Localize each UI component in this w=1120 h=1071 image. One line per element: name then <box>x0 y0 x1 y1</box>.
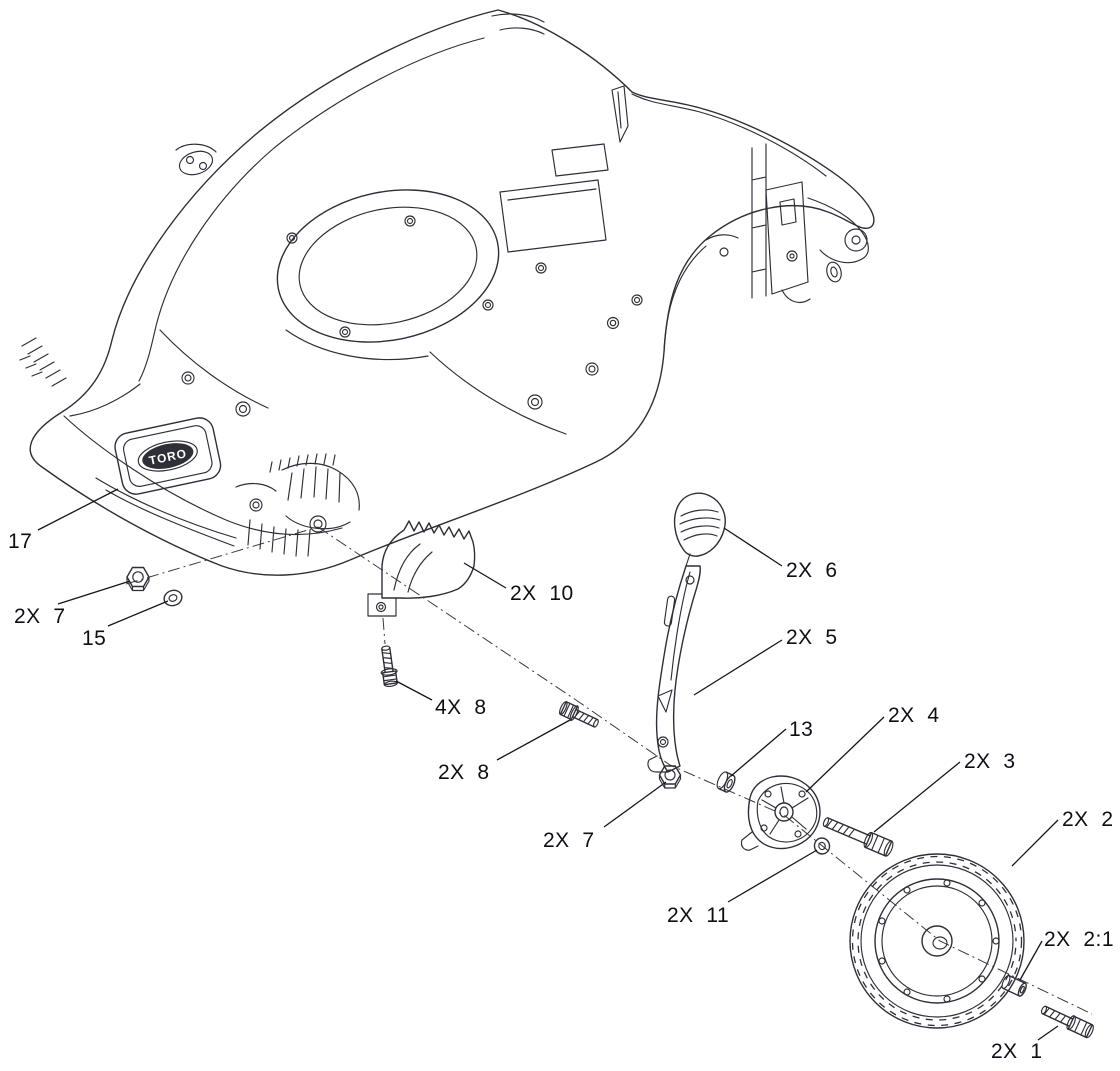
callout-part-11: 2X 11 <box>667 904 730 927</box>
callout-part-7-left: 2X 7 <box>14 605 66 628</box>
wheel-rim-holes <box>878 879 1000 1003</box>
hex-nut-part7-middle <box>658 765 682 789</box>
callout-part-3: 2X 3 <box>964 750 1016 773</box>
washer-part11 <box>813 837 831 855</box>
height-adjust-rack-part10 <box>367 520 476 617</box>
mower-deck-housing: TORO <box>19 9 875 576</box>
deck-left-ribs <box>19 337 67 387</box>
leader-lines <box>37 488 1059 1041</box>
toro-logo-badge: TORO <box>114 417 222 495</box>
assembly-centerlines <box>125 526 1093 1015</box>
callout-part-7-middle: 2X 7 <box>543 829 595 852</box>
callout-part-10: 2X 10 <box>510 582 574 605</box>
deck-rear-panel <box>491 13 629 253</box>
deck-front-skirt <box>95 477 311 557</box>
callout-part-1: 2X 1 <box>991 1040 1043 1063</box>
hub-bushing-part2-1 <box>1001 974 1027 997</box>
callout-part-5: 2X 5 <box>786 626 838 649</box>
deck-front-mount-pad <box>175 143 217 176</box>
hex-nut-part7-left <box>126 566 150 592</box>
hex-bolt-part8-side <box>559 701 599 728</box>
callout-part-2-1: 2X 2:1 <box>1044 928 1115 951</box>
callout-part-17: 17 <box>8 530 33 553</box>
callout-part-8-side: 2X 8 <box>438 761 490 784</box>
handle-mount-bracket <box>705 143 869 303</box>
deck-center-opening <box>276 189 500 343</box>
height-lever-arm-part5 <box>647 565 701 773</box>
callout-part-13: 13 <box>789 718 814 741</box>
axle-bolt-part3 <box>822 817 894 857</box>
wheel-bolt-part1 <box>1040 1005 1094 1039</box>
callout-part-15: 15 <box>82 627 107 650</box>
washer-part15 <box>163 589 183 607</box>
callout-part-2: 2X 2 <box>1062 808 1114 831</box>
deck-wheel-boss <box>235 453 360 533</box>
callout-part-8-front: 4X 8 <box>435 696 487 719</box>
callout-part-4: 2X 4 <box>888 704 940 727</box>
carriage-bolt-part8-front <box>380 645 398 688</box>
callout-part-6: 2X 6 <box>786 559 838 582</box>
rear-wheel-part2 <box>849 853 1025 1029</box>
deck-bolt-holes <box>181 215 643 417</box>
wheel-bracket-part4 <box>740 775 821 851</box>
height-lever-knob-part6 <box>673 492 726 567</box>
